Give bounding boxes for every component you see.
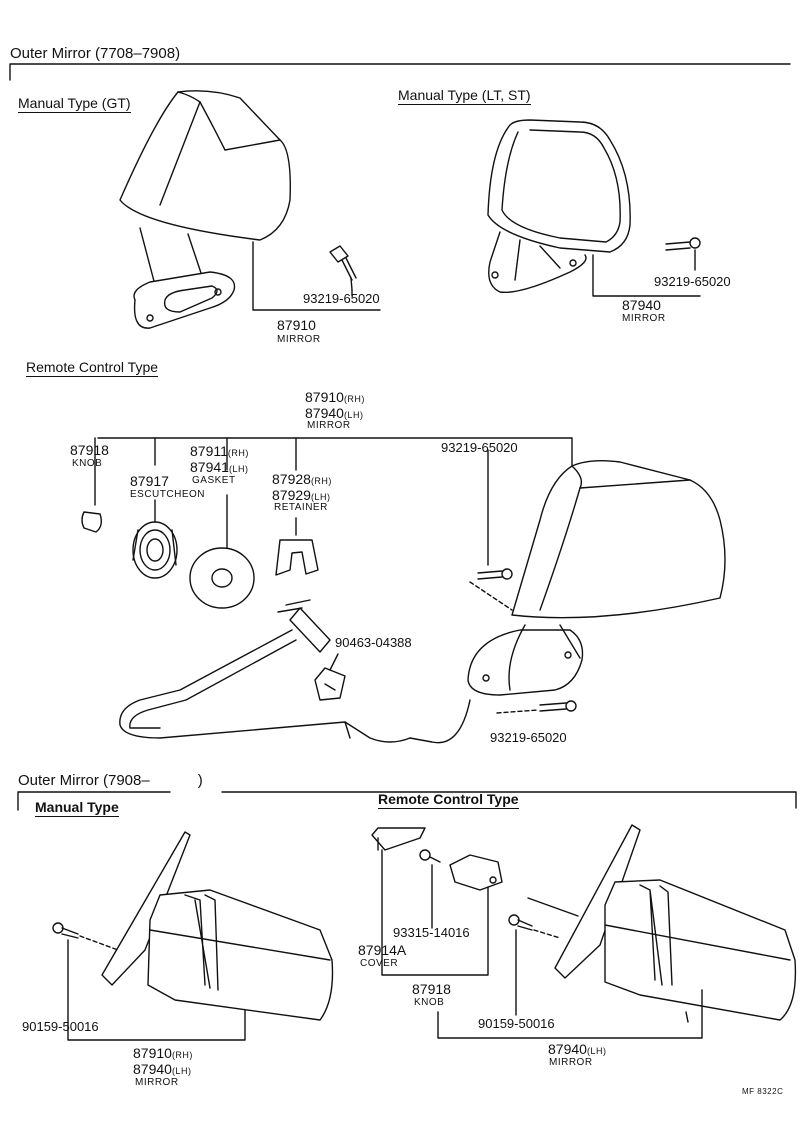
heading-remote-control-type-2: Remote Control Type	[378, 791, 519, 809]
part-number-87940-bottom-remote: 87940(LH)	[548, 1041, 607, 1057]
part-number-87918-knob: 87918	[70, 442, 109, 458]
footer-code: MF 8322C	[742, 1087, 784, 1096]
leader-cover-knob	[381, 849, 489, 976]
part-number-87910-gt: 87910	[277, 317, 316, 333]
part-number-90159-manual: 90159-50016	[22, 1019, 99, 1034]
part-number-93219-remote-b: 93219-65020	[490, 730, 567, 745]
remote-screw-a	[469, 568, 513, 611]
section-bracket-bottom	[17, 791, 797, 811]
heading-manual-type-2: Manual Type	[35, 799, 119, 817]
remote-mirror-drawing	[467, 459, 726, 696]
part-name-retainer: RETAINER	[274, 502, 328, 513]
remote-knob-drawing	[449, 854, 503, 891]
cable-drawing	[119, 599, 471, 744]
part-number-87911: 87911(RH)	[190, 443, 249, 459]
bottom-manual-screw	[52, 922, 119, 951]
retainer-drawing	[275, 539, 319, 576]
heading-outer-mirror-7708: Outer Mirror (7708–7908)	[10, 45, 181, 62]
part-number-87917: 87917	[130, 473, 169, 489]
heading-manual-type-lt-st: Manual Type (LT, ST)	[398, 87, 531, 105]
part-name-mirror-bottom-remote: MIRROR	[549, 1057, 593, 1068]
heading-outer-mirror-7908: Outer Mirror (7908–)	[18, 772, 203, 789]
part-number-87910-bottom: 87910(RH)	[133, 1045, 193, 1061]
leader-87940-lt	[592, 254, 701, 297]
part-name-cover: COVER	[360, 958, 399, 969]
part-number-87940-bottom: 87940(LH)	[133, 1061, 192, 1077]
leader-87910-gt	[252, 241, 381, 311]
clip-drawing	[314, 653, 346, 701]
part-number-90159-remote: 90159-50016	[478, 1016, 555, 1031]
section-bracket-top	[9, 63, 791, 81]
part-number-87940-lt: 87940	[622, 297, 661, 313]
cover-drawing	[371, 827, 426, 851]
part-name-mirror-lt: MIRROR	[622, 313, 666, 324]
bottom-manual-mirror-drawing	[101, 831, 334, 1021]
knob-drawing	[81, 511, 103, 533]
leader-bottom-manual	[67, 939, 246, 1041]
bottom-remote-screw	[508, 914, 561, 939]
gt-mirror-drawing	[119, 90, 291, 329]
part-number-87929: 87929(LH)	[272, 487, 331, 503]
part-number-93219-remote-a: 93219-65020	[441, 440, 518, 455]
part-name-gasket: GASKET	[192, 475, 236, 486]
lt-screw	[665, 237, 701, 271]
part-number-90463: 90463-04388	[335, 635, 412, 650]
lt-mirror-drawing	[487, 119, 631, 294]
gt-screw	[329, 245, 357, 291]
part-number-87914a: 87914A	[358, 942, 407, 958]
part-number-87918-bottom: 87918	[412, 981, 451, 997]
part-name-knob-bottom: KNOB	[414, 997, 445, 1008]
heading-manual-type-gt: Manual Type (GT)	[18, 95, 131, 113]
escutcheon-drawing	[132, 521, 178, 579]
leader-bottom-remote	[437, 989, 703, 1039]
part-number-93219-lt: 93219-65020	[654, 274, 731, 289]
heading-remote-control-type: Remote Control Type	[26, 359, 159, 377]
part-number-87941: 87941(LH)	[190, 459, 249, 475]
part-number-93219-gt: 93219-65020	[303, 291, 380, 306]
remote-screw-b	[496, 700, 577, 714]
part-name-mirror-gt: MIRROR	[277, 334, 321, 345]
part-name-mirror-bottom: MIRROR	[135, 1077, 179, 1088]
leader-lower-remote	[154, 494, 297, 549]
leader-bar-remote	[97, 437, 573, 466]
part-name-escutcheon: ESCUTCHEON	[130, 489, 206, 500]
part-name-knob: KNOB	[72, 458, 103, 469]
gasket-drawing	[189, 547, 255, 609]
part-number-87928: 87928(RH)	[272, 471, 332, 487]
leader-dot	[685, 1011, 689, 1023]
part-number-87910-remote: 87910(RH)	[305, 389, 365, 405]
screw-93315-drawing	[419, 849, 441, 863]
part-name-mirror-remote: MIRROR	[307, 420, 351, 431]
bottom-remote-mirror-drawing	[527, 824, 797, 1021]
part-number-87940-remote: 87940(LH)	[305, 405, 364, 421]
leader-drops-remote	[94, 437, 297, 506]
part-number-93315: 93315-14016	[393, 925, 470, 940]
